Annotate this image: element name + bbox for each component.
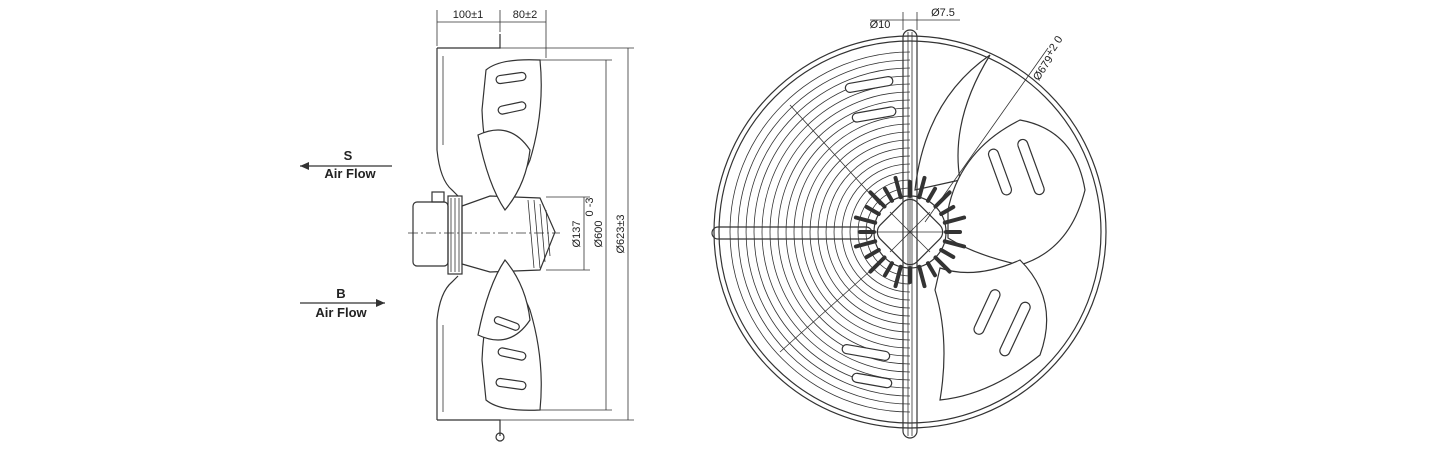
flow-s-label: Air Flow xyxy=(324,166,376,181)
guard-wire-ring xyxy=(729,51,911,413)
leader-line-diameter xyxy=(924,47,1049,223)
guard-wire-ring xyxy=(817,139,911,325)
flow-b-letter: B xyxy=(336,286,345,301)
flow-s-letter: S xyxy=(344,148,353,163)
dim-depth-a: 100±1 xyxy=(453,9,484,21)
rotor-hub xyxy=(461,195,556,273)
dim-hub: Ø137 xyxy=(571,221,583,248)
hub-fin xyxy=(864,205,881,216)
hub-cross-2 xyxy=(889,211,931,253)
hub-fin xyxy=(868,190,887,209)
side-view: S Air Flow B Air Flow xyxy=(300,9,634,442)
hub-fin xyxy=(883,186,894,203)
guard-wire-ring xyxy=(761,83,911,381)
guard-profile xyxy=(436,48,459,420)
hub-fin xyxy=(864,248,881,259)
hub-fin xyxy=(926,261,937,278)
guard-wire-ring xyxy=(753,75,911,389)
blade-front-lower xyxy=(934,259,1048,401)
side-diameter-dimensions: Ø137 Ø600 0 -3 Ø623±3 xyxy=(500,47,634,421)
hub-fin xyxy=(926,186,937,203)
flange-ribs xyxy=(450,198,460,272)
hub-fin xyxy=(933,255,952,274)
fan-blades-front xyxy=(914,54,1086,401)
hub-fin xyxy=(942,239,967,249)
guard-wire-ring xyxy=(825,147,911,317)
guard-wire-ring xyxy=(801,123,911,341)
guard-wire-ring xyxy=(745,67,911,397)
blade-side-mid-lower xyxy=(477,259,531,341)
guard-wire-ring xyxy=(769,91,911,373)
guard-wire-ring xyxy=(785,107,911,357)
hub-fin xyxy=(893,264,903,289)
guard-wire-ring xyxy=(737,59,911,405)
rotor-fins xyxy=(527,199,551,269)
hub-fin xyxy=(939,205,956,216)
dim-rod: Ø10 xyxy=(870,19,891,31)
dim-depth-b: 80±2 xyxy=(513,9,537,21)
side-depth-dimensions: 100±1 80±2 xyxy=(436,9,547,58)
rod-vertical xyxy=(902,29,918,439)
hub-fin xyxy=(939,248,956,259)
blade-front-slots xyxy=(841,76,1045,389)
horizontal-support-rod xyxy=(711,226,873,240)
rod-horizontal xyxy=(711,226,873,240)
blade-front-upper xyxy=(914,54,991,191)
hub-fin xyxy=(853,239,878,249)
guard-wire-ring xyxy=(833,155,911,309)
hub-ring xyxy=(873,195,947,269)
blade-side-slots xyxy=(493,71,527,391)
dim-guard: Ø623±3 xyxy=(615,214,627,253)
blade-front-right xyxy=(947,119,1086,266)
dim-wire: Ø7.5 xyxy=(931,7,955,19)
hub-fin xyxy=(883,261,894,278)
guard-outer-ring xyxy=(713,35,1107,429)
front-view: Ø10 Ø7.5 Ø679 +2 0 xyxy=(711,7,1107,439)
leader-line-2 xyxy=(779,261,881,353)
terminal-box xyxy=(431,191,445,203)
guard-wire-ring xyxy=(793,115,911,349)
flow-b-label: Air Flow xyxy=(315,305,367,320)
hub-fin xyxy=(917,175,927,200)
guard-wire-ring xyxy=(841,163,911,301)
guard-wire-ring xyxy=(809,131,911,333)
airflow-s-indicator: S Air Flow xyxy=(300,148,392,181)
dim-blade: Ø600 xyxy=(593,221,605,248)
guard-wire-ring xyxy=(849,171,911,293)
blade-side-mid-upper xyxy=(477,129,531,211)
hub-fin xyxy=(917,264,927,289)
motor-housing xyxy=(412,201,449,267)
leader-line-1 xyxy=(789,104,881,206)
arrow-right-icon xyxy=(376,299,385,307)
arrow-left-icon xyxy=(300,162,309,170)
hub-fin xyxy=(893,175,903,200)
guard-mount-hole xyxy=(495,432,505,442)
dim-blade-tolerance: 0 -3 xyxy=(584,198,596,217)
airflow-b-indicator: B Air Flow xyxy=(300,286,385,320)
dim-outer-tolerance: +2 0 xyxy=(1044,34,1066,59)
hub-fin xyxy=(853,215,878,225)
hub-fin xyxy=(942,215,967,225)
guard-outer-ring-2 xyxy=(718,40,1102,424)
